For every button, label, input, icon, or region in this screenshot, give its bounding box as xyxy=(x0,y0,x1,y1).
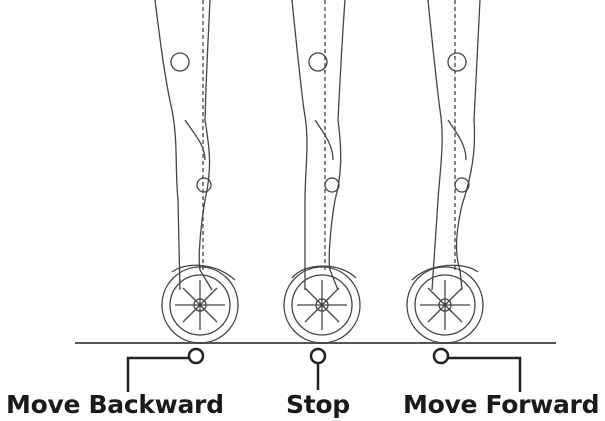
wheel-stop xyxy=(284,266,360,343)
leader-backward xyxy=(128,358,189,392)
leader-forward xyxy=(448,358,520,392)
wheel-forward xyxy=(407,265,483,343)
leg-backward xyxy=(155,0,212,290)
marker-backward xyxy=(189,349,203,363)
leg-stop xyxy=(292,0,345,290)
label-move-forward: Move Forward xyxy=(403,390,599,419)
leg-forward xyxy=(428,0,480,290)
label-stop: Stop xyxy=(286,390,350,419)
wheel-backward xyxy=(162,265,238,343)
marker-stop xyxy=(311,349,325,363)
label-move-backward: Move Backward xyxy=(6,390,224,419)
marker-forward xyxy=(434,349,448,363)
